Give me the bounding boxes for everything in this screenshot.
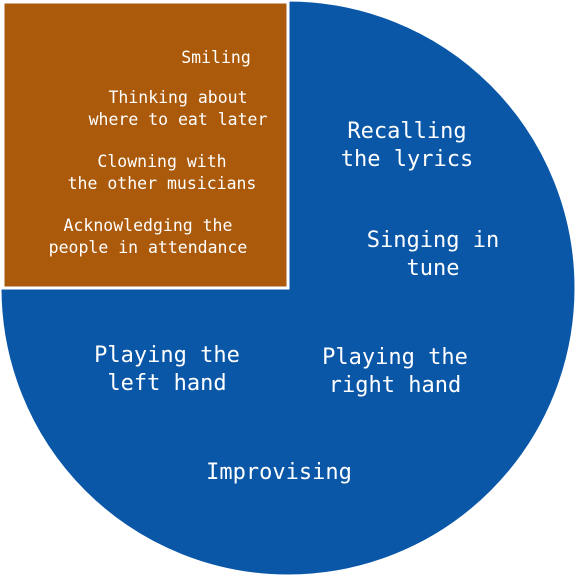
pie-slice-1	[1, 0, 290, 290]
slice-0-label-1: Singing in tune	[367, 228, 499, 281]
slice-1-label-2-line-0: Clowning with	[97, 152, 226, 171]
slice-0-label-3-line-1: left hand	[107, 371, 226, 396]
slice-0-label-0-line-1: the lyrics	[341, 147, 473, 172]
slice-0-label-1-line-0: Singing in	[367, 228, 499, 253]
slice-0-label-0: Recalling the lyrics	[341, 119, 473, 172]
slice-0-label-1-line-1: tune	[407, 256, 460, 281]
slice-0-label-4: Improvising	[206, 460, 352, 485]
slice-0-label-2: Playing the right hand	[322, 345, 468, 398]
slice-1-label-1-line-0: Thinking about	[108, 88, 247, 107]
slice-0-label-2-line-0: Playing the	[322, 345, 468, 370]
slice-1-label-2-line-1: the other musicians	[68, 174, 257, 193]
slice-0-label-3-line-0: Playing the	[94, 343, 240, 368]
slice-1-label-3-line-1: people in attendance	[49, 238, 248, 257]
slice-1-label-3-line-0: Acknowledging the	[64, 216, 233, 235]
slice-0-label-4-line-0: Improvising	[206, 460, 352, 485]
slice-1-label-1-line-1: where to eat later	[89, 110, 268, 129]
slice-0-label-2-line-1: right hand	[329, 373, 461, 398]
slice-1-label-1: Thinking about where to eat later	[89, 88, 268, 129]
slice-1-label-0-line-0: Smiling	[181, 48, 251, 67]
slice-1-label-2: Clowning with the other musicians	[68, 152, 257, 193]
slice-0-label-0-line-0: Recalling	[347, 119, 466, 144]
slice-0-label-3: Playing the left hand	[94, 343, 240, 396]
slice-1-label-3: Acknowledging the people in attendance	[49, 216, 248, 257]
slice-1-label-0: Smiling	[181, 48, 251, 67]
